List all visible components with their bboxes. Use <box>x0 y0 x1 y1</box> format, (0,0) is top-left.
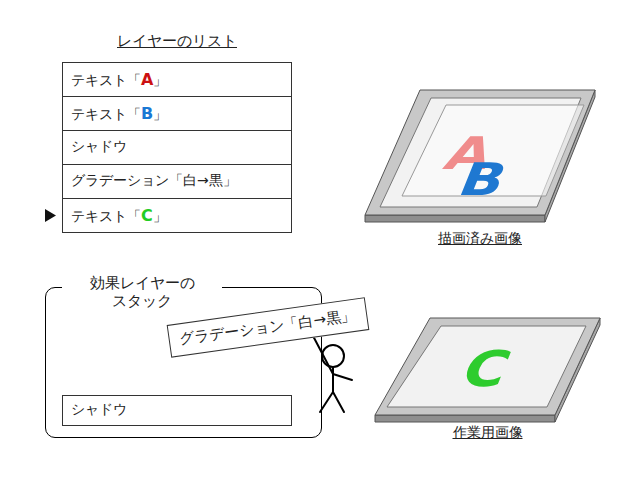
stack-heading: 効果レイヤーの スタック <box>62 274 222 310</box>
layer-name: グラデーション「白→黒」 <box>71 172 237 190</box>
rendered-image-board <box>365 90 595 222</box>
list-row: テキスト「B」 <box>62 96 292 131</box>
text-part: 」 <box>153 72 167 88</box>
layer-name: テキスト「B」 <box>71 104 167 124</box>
layer-name: グラデーション「白→黒」 <box>179 306 357 350</box>
board-edge <box>365 215 545 222</box>
text-part: テキスト「 <box>71 72 141 88</box>
layer-letter: A <box>141 70 153 89</box>
list-row: テキスト「A」 <box>62 62 292 97</box>
board-edge <box>375 415 555 422</box>
image-caption: 作業用画像 <box>365 424 610 442</box>
board-top <box>365 90 595 215</box>
layer-list: レイヤーのリストテキスト「A」テキスト「B」シャドウグラデーション「白→黒」テキ… <box>62 62 292 232</box>
letter-c: C <box>455 344 517 393</box>
list-row: シャドウ <box>62 130 292 165</box>
board-top <box>375 318 600 415</box>
rendered-image: AB描画済み画像 <box>350 84 610 259</box>
text-part: テキスト「 <box>71 208 141 224</box>
list-heading: レイヤーのリスト <box>62 32 292 51</box>
figure-arm <box>333 374 352 380</box>
layer-box: シャドウ <box>62 395 292 426</box>
image-sheet <box>387 326 586 407</box>
image-caption: 描画済み画像 <box>350 230 610 248</box>
list-row: グラデーション「白→黒」 <box>62 164 292 199</box>
text-part: 」 <box>153 106 167 122</box>
figure-leg <box>333 392 344 412</box>
text-part: 」 <box>153 208 167 224</box>
current-marker <box>45 209 56 222</box>
layer-letter: B <box>141 104 153 123</box>
layer-name: テキスト「C」 <box>71 206 167 226</box>
figure-arm <box>312 334 333 374</box>
layer-name: シャドウ <box>71 401 127 419</box>
text-part: テキスト「 <box>71 106 141 122</box>
list-row: テキスト「C」 <box>62 198 292 233</box>
stick-figure <box>312 334 352 412</box>
figure-head <box>322 345 344 367</box>
working-image-board <box>375 318 600 422</box>
layer-name: シャドウ <box>71 138 127 156</box>
layer-letter: C <box>141 206 153 225</box>
layer-name: テキスト「A」 <box>71 70 167 90</box>
working-image: C 作業用画像 <box>365 312 610 452</box>
